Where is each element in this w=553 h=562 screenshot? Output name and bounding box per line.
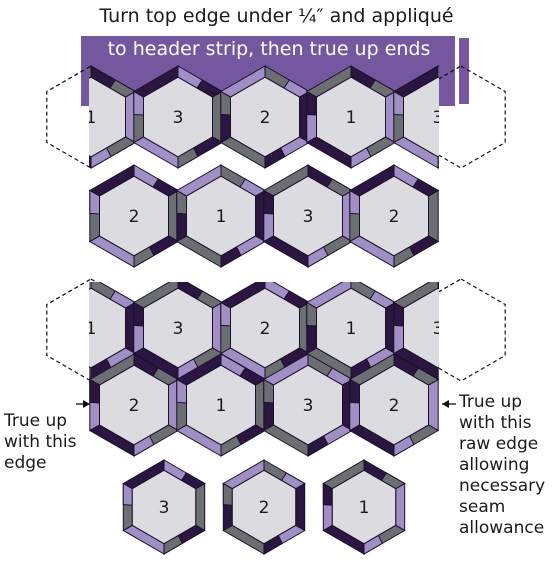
hex-number: 3 (173, 108, 184, 128)
hex-number: 2 (260, 108, 271, 128)
hex-border-segment (47, 348, 91, 379)
hex-number: 1 (86, 108, 97, 128)
hex-border-segment (438, 137, 482, 168)
hex-border-segment (457, 291, 482, 308)
hex-number: 3 (433, 319, 444, 339)
hex-number: 3 (303, 207, 314, 227)
hex-tile-second-row: 2 (350, 165, 438, 267)
hex-number: 3 (173, 319, 184, 339)
hex-border-segment (47, 303, 57, 327)
arrow-left-head (83, 400, 90, 408)
note-right-line: seam (459, 497, 553, 518)
hex-number: 1 (216, 207, 227, 227)
hex-number: 2 (129, 396, 140, 416)
note-left-line: True up (4, 411, 77, 432)
hex-number: 1 (216, 396, 227, 416)
hex-tile-second-row: 1 (177, 165, 265, 267)
hex-number: 2 (260, 319, 271, 339)
arrow-right-head (442, 400, 449, 408)
caption-line-1: Turn top edge under ¼″ and appliqué (0, 5, 553, 27)
hex-border-segment (47, 303, 57, 354)
hex-number: 2 (129, 207, 140, 227)
hex-number: 1 (86, 319, 97, 339)
hex-border-segment (47, 92, 57, 116)
hex-border-segment (429, 191, 439, 242)
hex-border-segment (47, 137, 91, 168)
hex-tile-second-row: 3 (264, 165, 352, 267)
note-left-line: with this (4, 432, 77, 453)
hex-border-segment (396, 484, 405, 531)
hex-border-segment (473, 303, 483, 354)
hex-number: 3 (433, 108, 444, 128)
hexagon-rows: 1 3 2 1 3 2 1 3 2 1 3 2 1 3 2 1 3 2 3 2 1 (47, 66, 482, 554)
hex-border-segment (429, 380, 439, 431)
hex-number: 3 (159, 498, 170, 518)
hex-border-segment (296, 484, 305, 531)
hex-number: 2 (259, 498, 270, 518)
note-right-line: with this (459, 413, 553, 434)
hex-number: 1 (359, 498, 370, 518)
note-right-line: True up (459, 392, 553, 413)
note-left-line: edge (4, 453, 77, 474)
hex-border-segment (438, 348, 482, 379)
header-strip-end (459, 38, 469, 104)
hex-tile-second-row: 2 (90, 165, 178, 267)
hex-number: 2 (389, 396, 400, 416)
hex-border-segment (438, 277, 482, 308)
hex-border-segment (47, 92, 57, 143)
caption-line-2: to header strip, then true up ends (84, 38, 454, 60)
hex-tile-bottom-row: 2 (223, 460, 304, 554)
note-right-line: necessary (459, 476, 553, 497)
hex-border-segment (47, 277, 91, 308)
note-right: True up with this raw edge allowing nece… (459, 392, 553, 539)
hex-number: 3 (303, 396, 314, 416)
note-right-line: allowing (459, 455, 553, 476)
note-left: True up with this edge (4, 411, 77, 474)
hex-number: 1 (346, 108, 357, 128)
note-right-line: raw edge (459, 434, 553, 455)
hex-tile-bottom-row: 1 (323, 460, 404, 554)
hex-number: 2 (389, 207, 400, 227)
hex-border-segment (438, 148, 458, 168)
hex-tile-bottom-row: 3 (123, 460, 204, 554)
hex-border-segment (196, 484, 205, 531)
note-right-line: allowance (459, 518, 553, 539)
hex-border-segment (473, 92, 483, 143)
hex-number: 1 (346, 319, 357, 339)
